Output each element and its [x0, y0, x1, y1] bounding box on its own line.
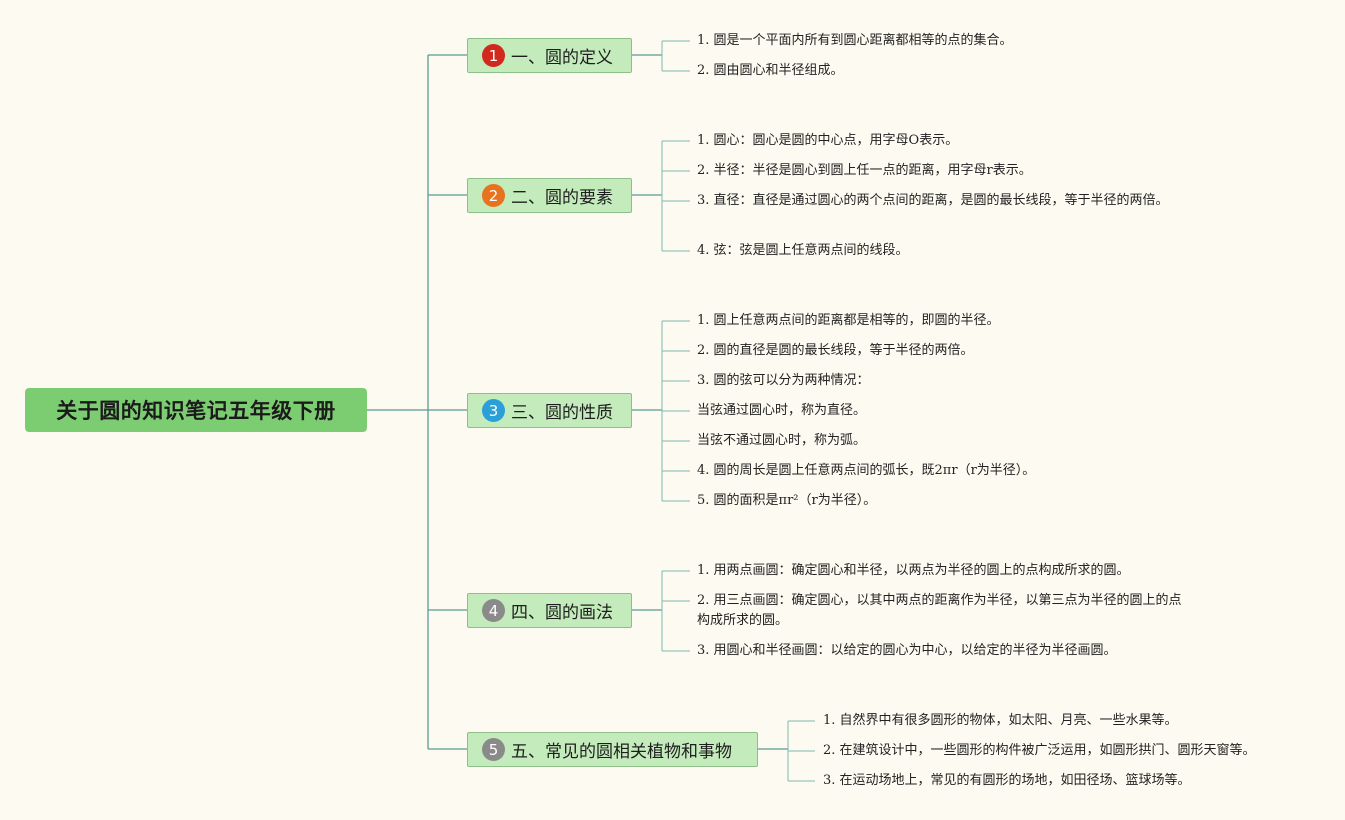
leaf-item: 1. 自然界中有很多圆形的物体，如太阳、月亮、一些水果等。 [823, 713, 1178, 728]
branch-common-objects[interactable]: 5 五、常见的圆相关植物和事物 [467, 732, 758, 767]
leaf-item: 3. 在运动场地上，常见的有圆形的场地，如田径场、篮球场等。 [823, 773, 1191, 788]
branch-label: 三、圆的性质 [511, 403, 613, 423]
number-5-icon: 5 [482, 738, 505, 761]
number-1-icon: 1 [482, 44, 505, 67]
branch-label: 四、圆的画法 [511, 603, 613, 623]
root-title: 关于圆的知识笔记五年级下册 [56, 399, 336, 423]
leaf-item: 1. 圆心：圆心是圆的中心点，用字母O表示。 [697, 133, 959, 148]
branch-properties[interactable]: 3 三、圆的性质 [467, 393, 632, 428]
leaf-item: 3. 直径：直径是通过圆心的两个点间的距离，是圆的最长线段，等于半径的两倍。 [697, 193, 1169, 208]
leaf-item: 当弦不通过圆心时，称为弧。 [697, 433, 867, 448]
leaf-item: 1. 用两点画圆：确定圆心和半径，以两点为半径的圆上的点构成所求的圆。 [697, 563, 1130, 578]
leaf-item: 2. 用三点画圆：确定圆心，以其中两点的距离作为半径，以第三点为半径的圆上的点构… [697, 593, 1182, 628]
leaf-item: 3. 圆的弦可以分为两种情况： [697, 373, 870, 388]
leaf-item: 1. 圆是一个平面内所有到圆心距离都相等的点的集合。 [697, 33, 1013, 48]
number-4-icon: 4 [482, 599, 505, 622]
root-topic[interactable]: 关于圆的知识笔记五年级下册 [25, 388, 367, 432]
leaf-item: 4. 弦：弦是圆上任意两点间的线段。 [697, 243, 909, 258]
number-3-icon: 3 [482, 399, 505, 422]
leaf-item: 4. 圆的周长是圆上任意两点间的弧长，既2πr（r为半径）。 [697, 463, 1036, 478]
leaf-item: 5. 圆的面积是πr²（r为半径）。 [697, 493, 877, 508]
number-2-icon: 2 [482, 184, 505, 207]
leaf-item: 2. 圆的直径是圆的最长线段，等于半径的两倍。 [697, 343, 974, 358]
branch-elements[interactable]: 2 二、圆的要素 [467, 178, 632, 213]
branch-definition[interactable]: 1 一、圆的定义 [467, 38, 632, 73]
leaf-item: 当弦通过圆心时，称为直径。 [697, 403, 867, 418]
branch-label: 五、常见的圆相关植物和事物 [511, 742, 732, 762]
leaf-item: 2. 在建筑设计中，一些圆形的构件被广泛运用，如圆形拱门、圆形天窗等。 [823, 743, 1256, 758]
branch-label: 二、圆的要素 [511, 188, 613, 208]
leaf-item: 3. 用圆心和半径画圆：以给定的圆心为中心，以给定的半径为半径画圆。 [697, 643, 1117, 658]
leaf-item: 2. 圆由圆心和半径组成。 [697, 63, 844, 78]
leaf-item: 1. 圆上任意两点间的距离都是相等的，即圆的半径。 [697, 313, 1000, 328]
branch-label: 一、圆的定义 [511, 48, 613, 68]
leaf-item: 2. 半径：半径是圆心到圆上任一点的距离，用字母r表示。 [697, 163, 1032, 178]
branch-drawing-methods[interactable]: 4 四、圆的画法 [467, 593, 632, 628]
